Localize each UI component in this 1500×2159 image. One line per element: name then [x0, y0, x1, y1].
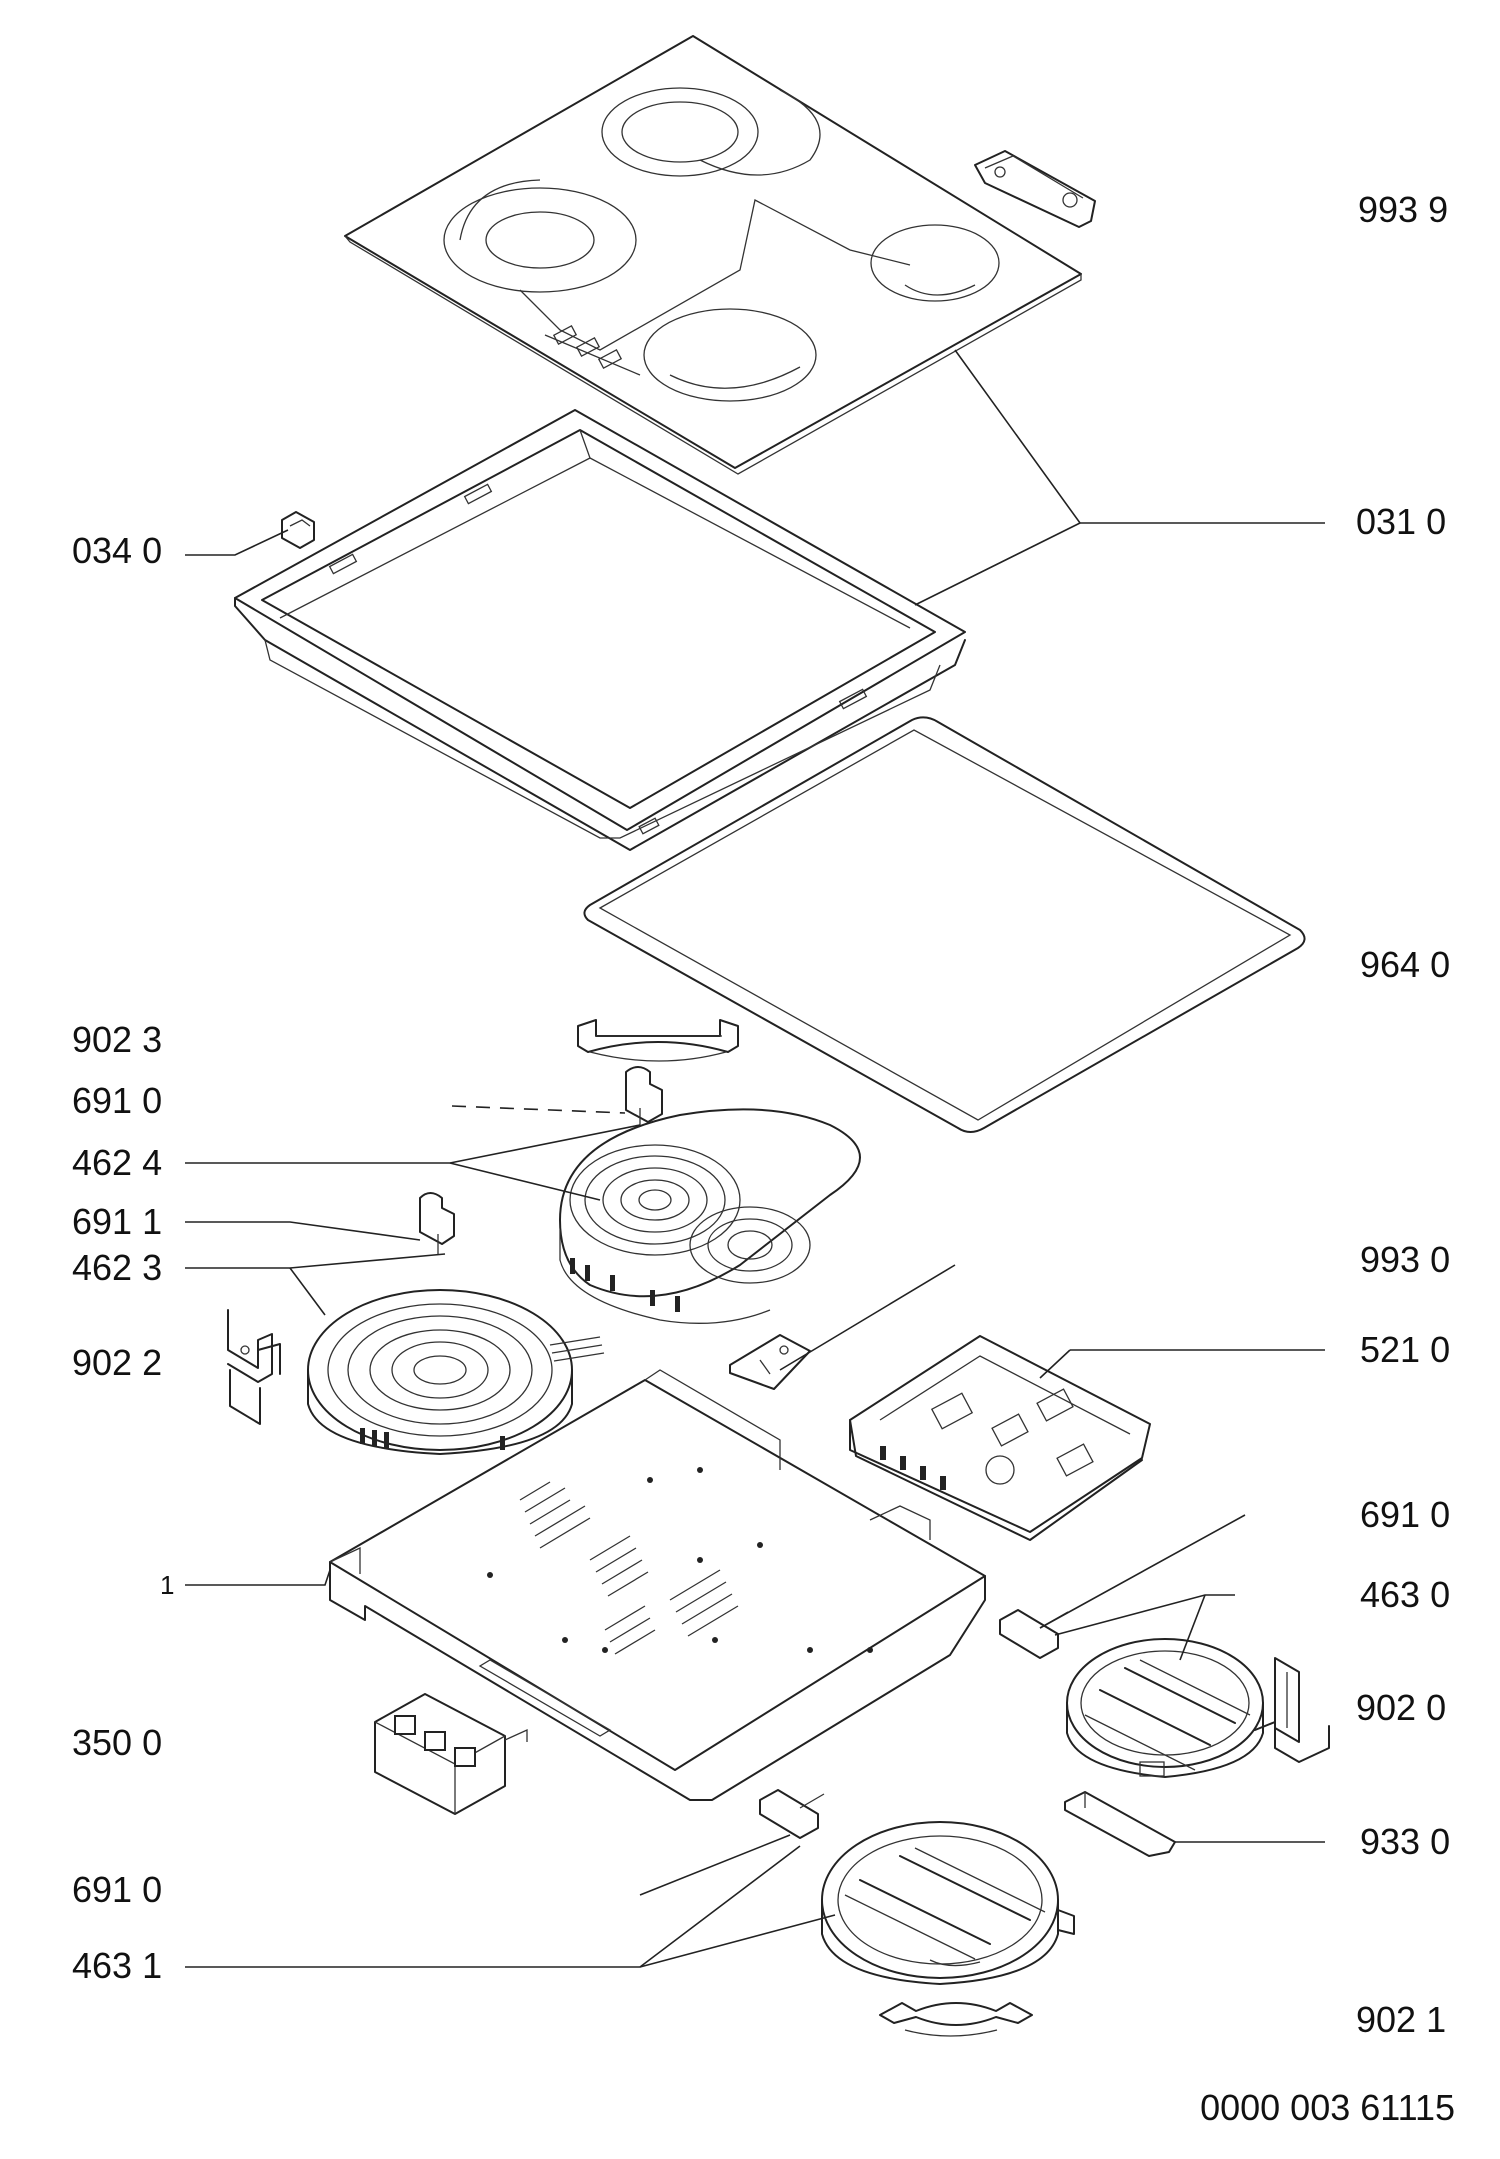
clip-691-0-lower [759, 1789, 825, 1839]
clip-691-1 [419, 1192, 455, 1254]
oval-heating-element [559, 1108, 861, 1324]
frame-clip [281, 511, 315, 549]
label-031-0: 031 0 [1356, 501, 1446, 542]
label-463-1: 463 1 [72, 1945, 162, 1986]
label-350-0: 350 0 [72, 1722, 162, 1763]
label-993-0: 993 0 [1360, 1239, 1450, 1280]
bracket-902-1 [879, 2002, 1033, 2037]
document-reference-number: 0000 003 61115 [1200, 2087, 1455, 2128]
label-691-0-right: 691 0 [1360, 1494, 1450, 1535]
control-board [849, 1335, 1151, 1541]
label-964-0: 964 0 [1360, 944, 1450, 985]
seal-gasket [583, 716, 1306, 1133]
bracket-902-3 [577, 1019, 739, 1062]
label-691-1: 691 1 [72, 1201, 162, 1242]
label-462-3: 462 3 [72, 1247, 162, 1288]
label-902-1: 902 1 [1356, 1999, 1446, 2040]
label-1: 1 [160, 1570, 174, 1600]
bracket-993-0 [729, 1334, 811, 1390]
label-691-0-lower: 691 0 [72, 1869, 162, 1910]
cooktop-frame [234, 409, 966, 851]
label-902-0: 902 0 [1356, 1687, 1446, 1728]
radiant-element-right [1066, 1638, 1264, 1778]
clip-691-0-upper [625, 1066, 663, 1126]
base-tray [329, 1369, 986, 1801]
label-463-0: 463 0 [1360, 1574, 1450, 1615]
label-521-0: 521 0 [1360, 1329, 1450, 1370]
round-heating-element [307, 1289, 605, 1455]
label-034-0: 034 0 [72, 530, 162, 571]
sensor-933-0 [1064, 1791, 1176, 1857]
glass-cooktop-top [344, 35, 1082, 475]
label-933-0: 933 0 [1360, 1821, 1450, 1862]
label-462-4: 462 4 [72, 1142, 162, 1183]
corner-bracket [974, 150, 1096, 228]
label-902-2: 902 2 [72, 1342, 162, 1383]
bracket-902-0 [1254, 1657, 1330, 1763]
radiant-element-lower [821, 1821, 1075, 1985]
leader-lines [185, 349, 1325, 1968]
label-902-3: 902 3 [72, 1019, 162, 1060]
bracket-902-2 [227, 1309, 281, 1425]
label-993-9: 993 9 [1358, 189, 1448, 230]
label-691-0-upper: 691 0 [72, 1080, 162, 1121]
terminal-block [374, 1693, 528, 1815]
